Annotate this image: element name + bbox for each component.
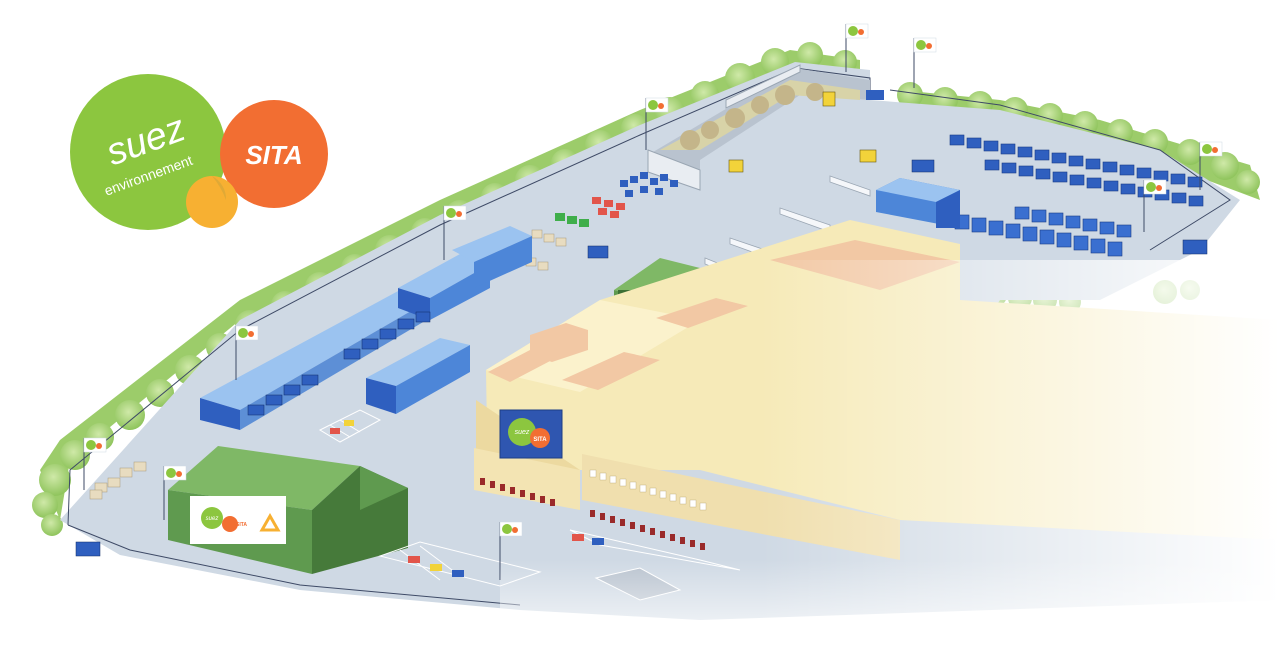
warehouse-partner: SITA [236,522,247,528]
warehouse-brand-word: suez [206,516,219,522]
fade-overlay-bottom [500,560,1280,661]
sorting-bay [647,64,884,191]
site-flags [83,23,1223,580]
container-rows-northeast [949,134,1204,207]
truck-fleet [75,159,1208,557]
company-logo[interactable]: suez environnement SITA [70,74,328,230]
container-rows-east [954,206,1132,257]
logo-green-circle [70,74,226,230]
logo-orange-circle [220,100,328,208]
vehicle-hall-north[interactable] [452,226,532,288]
sign-brand-word: suez [515,429,530,436]
storage-hall-small[interactable] [366,338,470,414]
parked-cars [330,420,604,577]
logo-partner: SITA [245,140,302,170]
green-warehouse[interactable]: suez SITA [168,446,408,574]
logo-yellow-circle [186,176,238,228]
building-sign: suez SITA [499,409,563,459]
storage-hall-east[interactable] [876,178,960,228]
recycle-icon [259,512,281,532]
sign-partner: SITA [533,437,547,443]
